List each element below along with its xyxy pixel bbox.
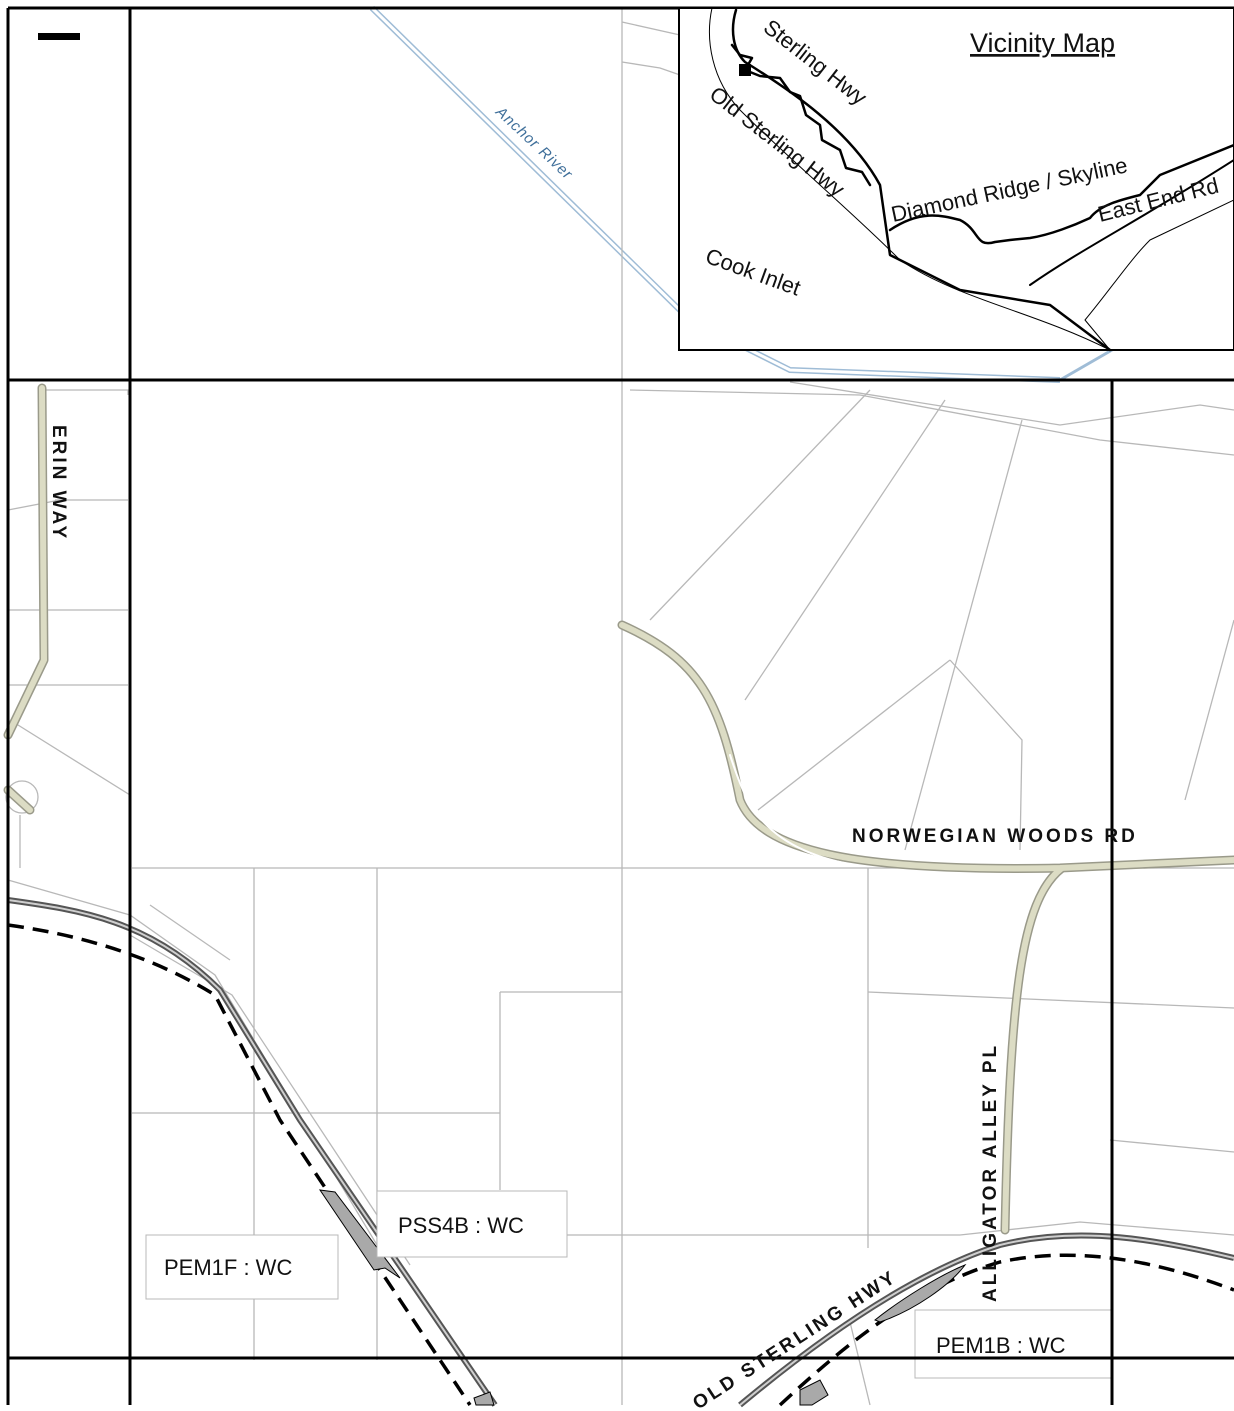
vicinity-map: Vicinity Map Sterling Hwy Old Sterling H… [678,7,1234,352]
wetland-label-pem1b: PEM1B : WC [936,1333,1066,1358]
road-label-norwegian-woods-rd: NORWEGIAN WOODS RD [852,826,1138,847]
project-location-marker [739,64,751,76]
wetland-label-pss4b: PSS4B : WC [398,1213,524,1238]
wetland-label-pem1f: PEM1F : WC [164,1255,292,1280]
local-roads [3,383,1234,1235]
wetland-label-boxes [145,1190,1112,1379]
vicinity-title: Vicinity Map [970,28,1115,58]
scale-bar [38,33,80,40]
old-sterling-hwy [7,897,1234,1408]
road-label-alligator-alley-pl: ALLIGATOR ALLEY PL [980,1043,1001,1302]
road-label-erin-way: ERIN WAY [48,425,69,541]
